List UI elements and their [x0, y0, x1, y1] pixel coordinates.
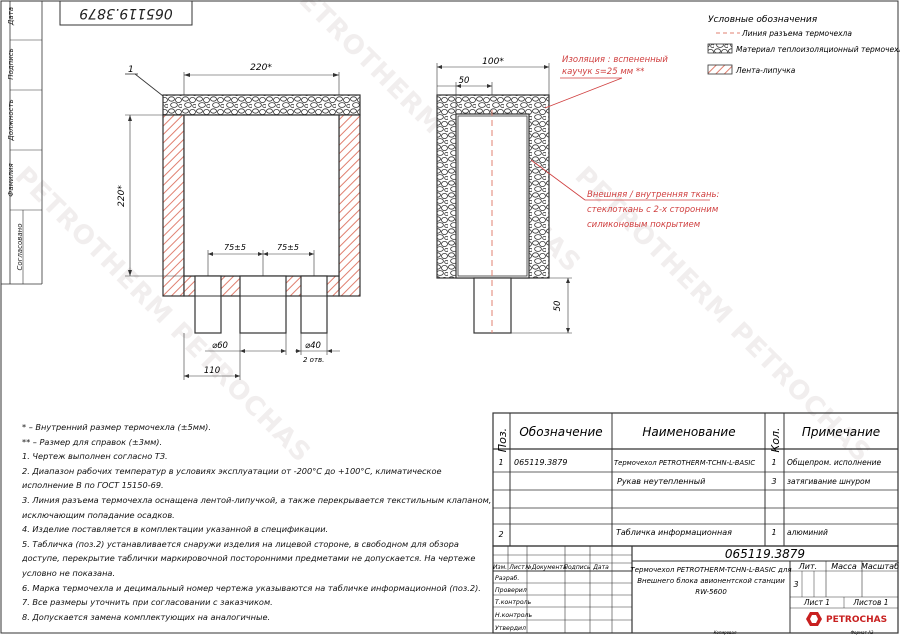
note-line: 5. Табличка (поз.2) устанавливается снар…	[22, 538, 459, 549]
tb-role: Проверил	[495, 587, 527, 594]
side-label-surname: Фамилия	[7, 163, 15, 197]
tb-col-header: №Документа	[524, 564, 566, 571]
lit-label: Лит.	[798, 562, 817, 571]
sheets-total: Листов 1	[852, 598, 888, 607]
table-cell: алюминий	[787, 528, 828, 537]
front-height-dim: 220*	[117, 185, 127, 207]
side-view	[436, 63, 710, 334]
brand-name: PETROCHAS	[826, 615, 887, 625]
front-view	[125, 72, 361, 380]
bottom-dim: 110	[204, 366, 220, 376]
tb-col-header: Лист	[508, 564, 525, 571]
side-label-signature: Подпись	[7, 48, 15, 80]
note-line: 1. Чертеж выполнен согласно ТЗ.	[22, 451, 168, 462]
fabric-note: стеклоткань с 2-х сторонним	[587, 205, 719, 215]
col-pos-header: Поз.	[496, 428, 509, 452]
legend	[707, 32, 740, 75]
stamp-number: 065119.3879	[79, 5, 173, 21]
table-cell: Термочехол PETROTHERM-TCHN-L-BASIC	[614, 459, 755, 467]
scale-label: Масштаб	[861, 562, 899, 571]
col-designation-header: Обозначение	[519, 425, 602, 439]
note-line: исключающим попадание осадков.	[22, 509, 175, 520]
note-line: 2. Диапазон рабочих температур в условия…	[22, 465, 442, 476]
doc-number: 065119.3879	[725, 547, 805, 561]
tb-role: Н.контроль	[495, 612, 532, 619]
table-cell: 1	[771, 458, 776, 467]
side-label-position: Должность	[7, 99, 15, 141]
note-line: 8. Допускается замена комплектующих на а…	[22, 611, 271, 622]
table-cell: затягивание шнуром	[787, 477, 871, 486]
product-desc: Термочехол PETROTHERM-TCHN-L-BASIC для	[630, 566, 791, 574]
table-cell: 1	[498, 458, 503, 467]
table-cell: Рукав неутепленный	[617, 477, 705, 486]
brand-logo: PETROCHAS	[806, 612, 887, 626]
side-pipe-dim: 50	[553, 301, 563, 312]
fabric-note: силиконовым покрытием	[587, 220, 701, 230]
table-cell: 3	[771, 477, 776, 486]
gap-dim-1: 75±5	[224, 243, 246, 252]
note-line: 6. Марка термочехла и децимальный номер …	[22, 582, 481, 593]
legend-item-insulation: Материал теплоизоляционный термочехла	[736, 45, 900, 54]
lit-value: 3	[793, 580, 798, 589]
sheet-number: Лист 1	[803, 598, 830, 607]
legend-item-split-line: Линия разъема термочехла	[741, 29, 852, 38]
product-desc: RW-5600	[695, 588, 727, 596]
note-line: 3. Линия разъема термочехла оснащена лен…	[22, 494, 492, 505]
col-note-header: Примечание	[802, 425, 880, 439]
notes: * – Внутренний размер термочехла (±5мм).…	[22, 420, 492, 624]
title-block	[492, 545, 899, 634]
legend-item-velcro: Лента-липучка	[735, 66, 796, 75]
dia-40-dim: ⌀40	[305, 341, 321, 351]
table-cell: 065119.3879	[514, 458, 567, 467]
tb-col-header: Подпись	[564, 564, 591, 571]
holes-note: 2 отв.	[303, 356, 324, 364]
table-cell: Табличка информационная	[616, 528, 732, 537]
front-width-dim: 220*	[250, 63, 272, 73]
insulation-note: Изоляция : вспененный	[562, 55, 668, 65]
table-cell: 2	[498, 530, 503, 539]
note-line: ** – Размер для справок (±3мм).	[22, 436, 163, 447]
tb-col-header: Изм.	[493, 564, 507, 571]
copied-label: Копировал	[714, 630, 737, 635]
insulation-note: каучук s=25 мм **	[562, 67, 644, 77]
tb-role: Т.контроль	[495, 599, 532, 606]
table-cell: Общепром. исполнение	[787, 458, 881, 467]
fabric-note: Внешняя / внутренняя ткань:	[587, 190, 720, 200]
note-line: * – Внутренний размер термочехла (±5мм).	[22, 422, 211, 432]
note-line: 4. Изделие поставляется в комплектации у…	[22, 524, 329, 535]
tb-col-header: Дата	[592, 564, 609, 571]
dia-60-dim: ⌀60	[212, 341, 228, 351]
tb-role: Утвердил	[495, 625, 526, 632]
side-offset-dim: 50	[459, 76, 470, 86]
col-name-header: Наименование	[642, 425, 735, 439]
side-label-date: Дата	[7, 6, 15, 26]
product-desc: Внешнего блока авионентской станции	[637, 577, 785, 585]
gap-dim-2: 75±5	[277, 243, 299, 252]
side-width-dim: 100*	[482, 57, 504, 67]
note-line: доступе, перекрытие таблички маркировочн…	[22, 553, 476, 564]
note-line: 7. Все размеры уточнить при согласовании…	[22, 597, 273, 608]
col-qty-header: Кол.	[769, 427, 782, 452]
tb-role: Разраб.	[495, 574, 519, 582]
side-label-approved: Согласовано	[16, 223, 24, 271]
table-cell: 1	[771, 528, 776, 537]
format-label: Формат А3	[851, 630, 874, 635]
note-line: условно не показана.	[22, 567, 116, 578]
callout-1: 1	[128, 65, 134, 75]
mass-label: Масса	[831, 562, 857, 571]
note-line: исполнение В по ГОСТ 15150-69.	[22, 480, 164, 491]
legend-title: Условные обозначения	[708, 15, 818, 25]
